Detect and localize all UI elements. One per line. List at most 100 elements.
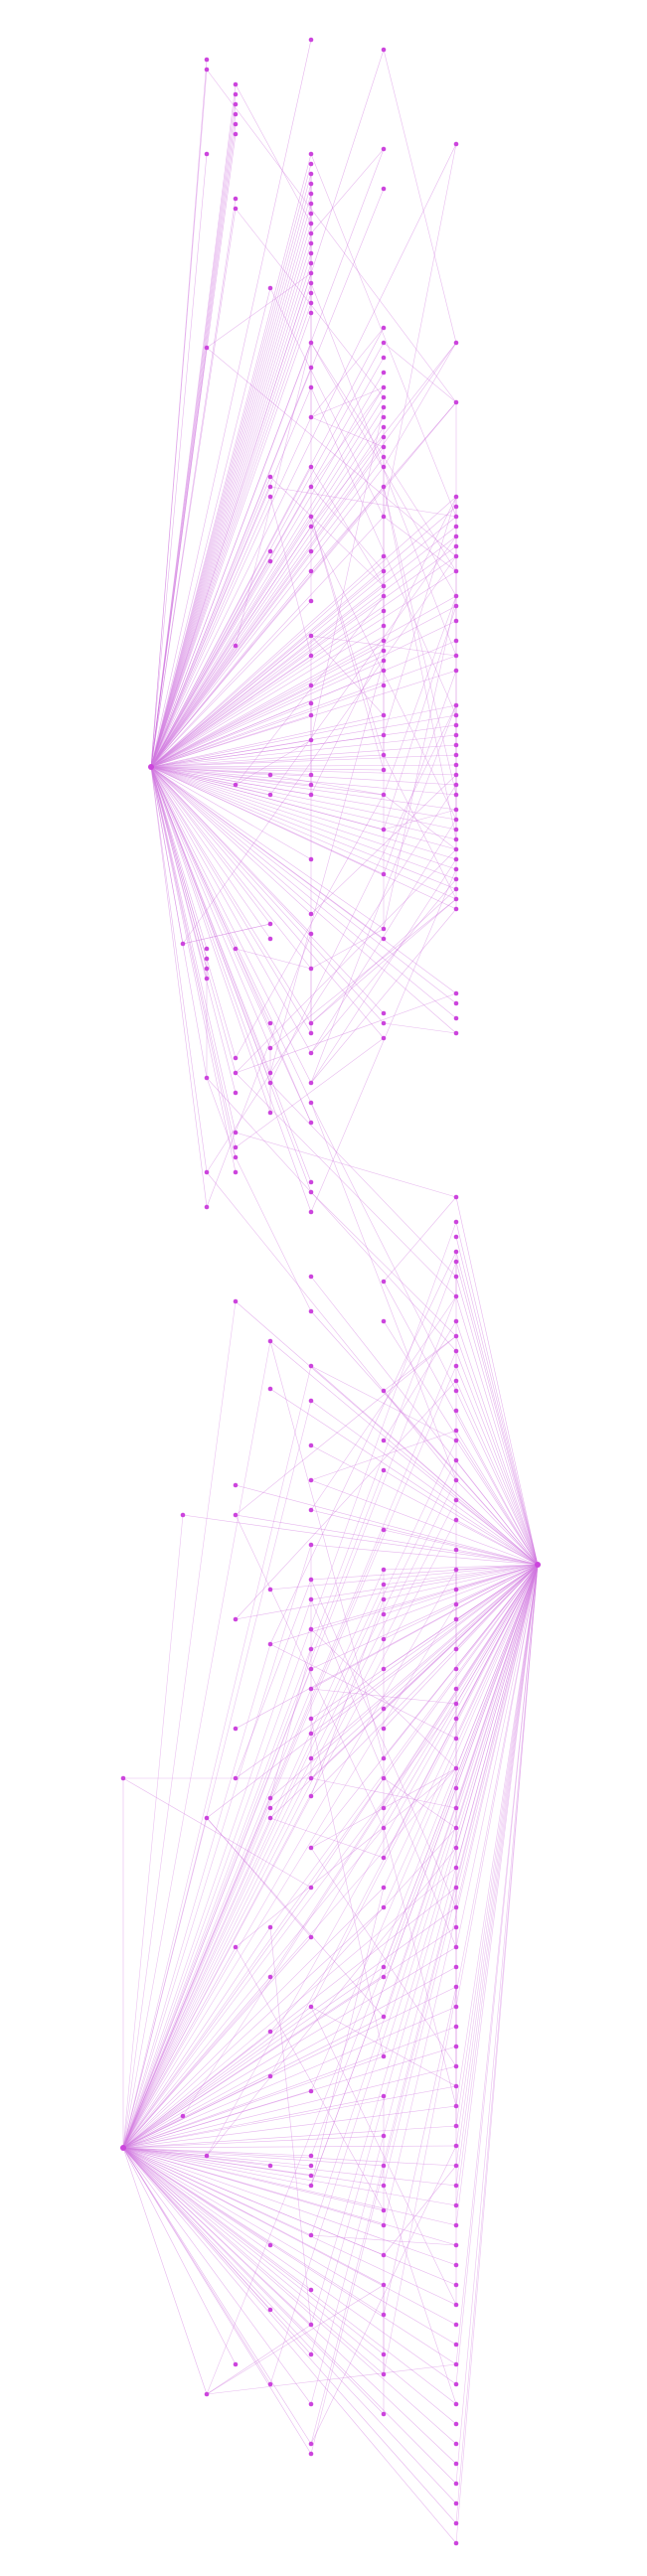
graph-edge [310,416,385,448]
graph-node [308,2232,314,2238]
graph-edge [150,342,457,768]
graph-edge [269,1817,385,1859]
graph-edge [310,1564,539,1600]
graph-node [308,2441,314,2447]
graph-edge [383,1564,539,1889]
graph-edge [150,766,312,1124]
graph-node [267,921,273,927]
graph-edge [310,1887,385,2187]
graph-edge [383,1564,539,2375]
graph-node [267,1045,273,1051]
graph-node [381,2163,387,2169]
graph-edge [455,1196,539,1566]
graph-edge [383,1564,539,1586]
graph-edge [269,486,457,518]
graph-node [381,1974,387,1980]
graph-node [381,568,387,574]
graph-edge [383,670,457,875]
graph-edge [122,2147,312,2291]
graph-node [381,1388,387,1394]
graph-node [267,1338,273,1344]
graph-edge [206,1564,539,1819]
graph-node [267,1641,273,1647]
graph-edge [455,1564,539,1650]
graph-node [308,1120,314,1126]
graph-edge [122,1499,457,2149]
graph-node [381,623,387,629]
graph-node [308,191,314,197]
graph-edge [122,2147,208,2395]
graph-node [453,2163,459,2169]
graph-edge [310,1564,539,2445]
graph-edge [122,1459,457,2149]
graph-node [381,2183,387,2189]
graph-edge [150,766,208,1173]
graph-edge [269,1388,539,1566]
graph-node [453,141,459,147]
graph-node [308,772,314,778]
graph-edge [383,1335,457,1392]
graph-edge [235,1946,385,2211]
graph-node [233,1616,239,1622]
graph-edge [310,1191,457,1337]
graph-node [308,782,314,788]
graph-edge [150,163,312,768]
graph-edge [455,1261,539,1566]
graph-node [453,668,459,674]
graph-edge [206,2284,385,2395]
graph-edge [269,704,457,1084]
graph-edge [235,1767,457,1948]
graph-edge [150,766,385,1024]
graph-node [453,533,459,539]
graph-node [381,340,387,346]
graph-node [120,1775,126,1781]
graph-edge [150,550,271,768]
graph-node [381,1726,387,1732]
graph-node [381,47,387,53]
graph-edge [150,766,312,915]
graph-node [453,638,459,644]
graph-node [453,1825,459,1831]
graph-edge [122,2147,457,2365]
graph-edge [310,1777,385,1889]
graph-node [381,454,387,460]
graph-edge [122,2147,312,2167]
graph-node [308,240,314,246]
graph-edge [455,1564,539,2385]
graph-edge [269,1564,539,1978]
graph-edge [235,948,312,1124]
graph-node [381,355,387,361]
graph-node [308,2183,314,2189]
graph-node [453,772,459,778]
graph-edge [455,1564,539,1690]
graph-edge [310,819,457,1054]
graph-edge [383,1564,539,1710]
graph-edge [310,878,457,1054]
graph-node [453,1865,459,1871]
graph-edge [150,446,385,768]
graph-edge [122,2147,457,2504]
graph-edge [310,148,385,234]
graph-node [308,966,314,972]
graph-node [453,1765,459,1771]
graph-edge [269,1926,312,2326]
graph-node [381,668,387,674]
graph-node [308,1308,314,1314]
graph-node [453,2242,459,2248]
graph-edge [122,1926,271,2149]
graph-edge [150,605,457,768]
graph-edge [310,486,385,572]
graph-edge [310,1564,539,1759]
graph-edge [310,1444,539,1566]
graph-node [267,1795,273,1801]
graph-edge [310,1564,539,1797]
graph-edge [150,766,457,910]
graph-edge [150,223,312,768]
graph-edge [235,1037,385,1148]
graph-node [308,931,314,937]
graph-edge [269,660,385,1074]
graph-node [204,1169,210,1175]
graph-node [453,1885,459,1891]
graph-node [233,131,239,137]
graph-node [308,1845,314,1851]
